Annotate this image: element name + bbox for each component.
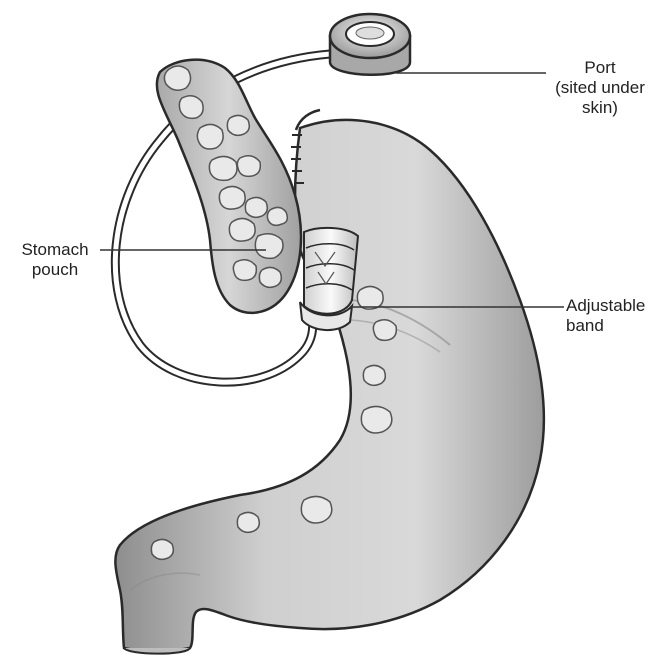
port [330,14,410,75]
port-label: Port (sited under skin) [548,58,652,118]
adjustable-band-label: Adjustable band [566,296,668,336]
stomach-pouch-label: Stomach pouch [10,240,100,280]
adjustable-band [300,228,358,330]
stomach [115,120,544,654]
